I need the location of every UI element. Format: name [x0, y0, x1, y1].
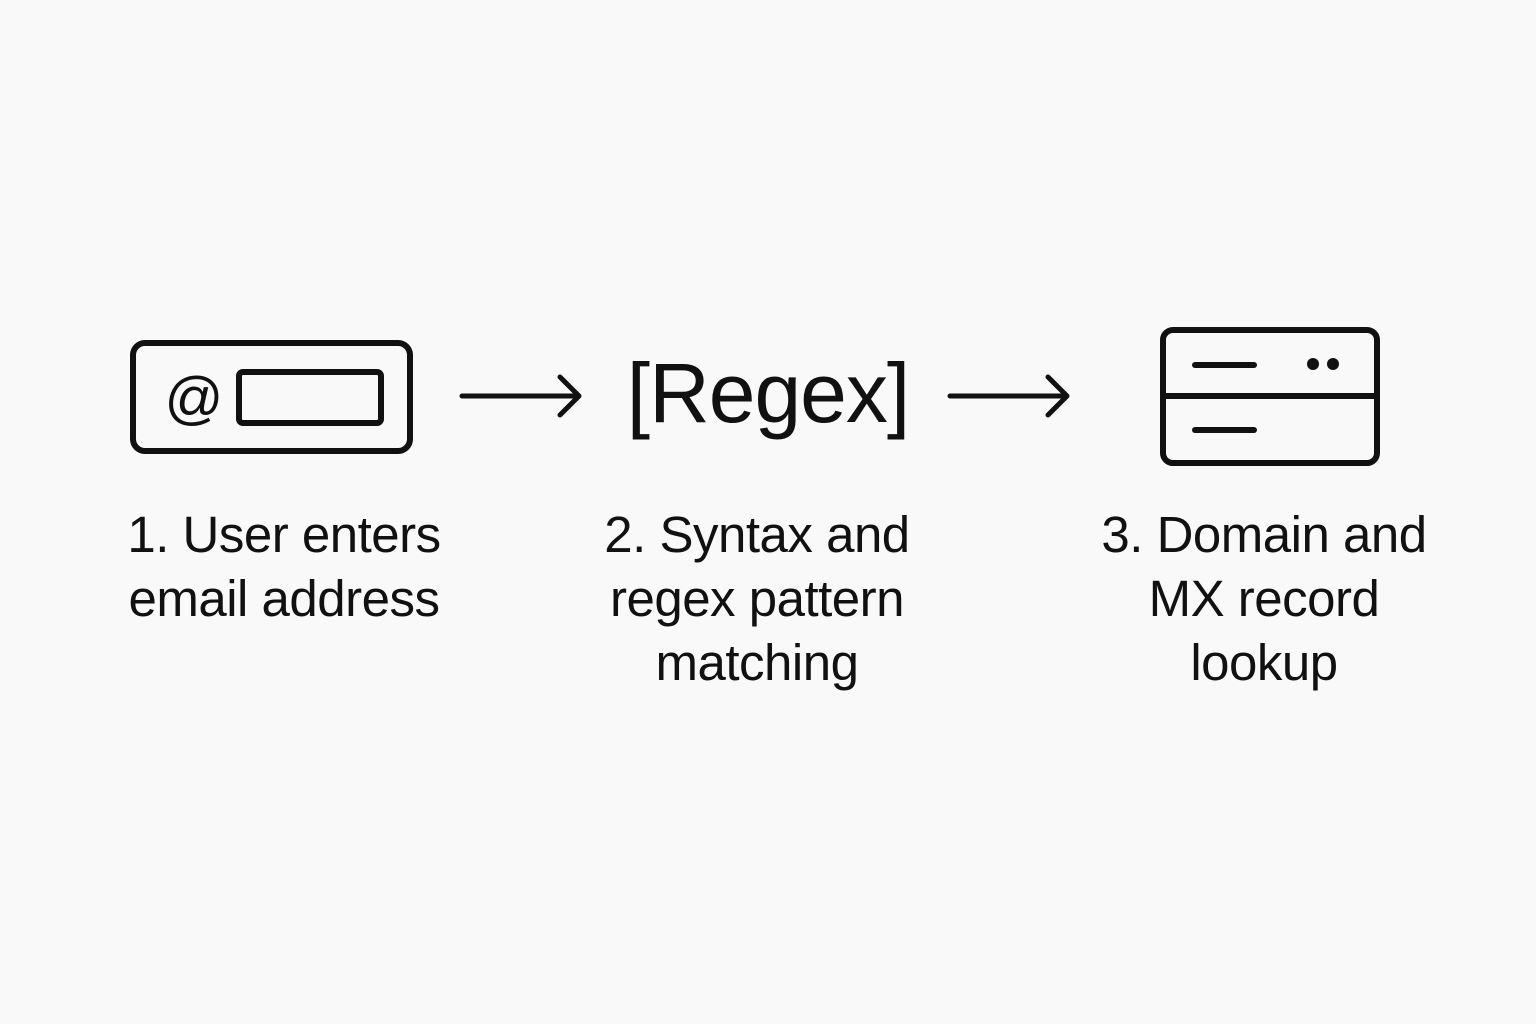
regex-icon: [Regex]: [626, 346, 911, 440]
step-3-label-line: MX record: [1148, 570, 1380, 627]
step-1-label-line: 1. User enters: [127, 506, 441, 563]
email-input-icon: @: [128, 338, 418, 458]
step-3-label-line: 3. Domain and: [1101, 506, 1427, 563]
arrow-right-icon: [458, 372, 588, 427]
step-3-label-line: lookup: [1190, 634, 1338, 691]
step-2-label: 2. Syntax and regex pattern matching: [557, 503, 957, 695]
step-1-label-line: email address: [128, 570, 440, 627]
step-2-label-line: 2. Syntax and: [604, 506, 910, 563]
server-icon: [1158, 325, 1384, 470]
step-2-label-line: regex pattern: [609, 570, 905, 627]
at-sign-glyph: @: [165, 366, 224, 431]
step-2-label-line: matching: [655, 634, 859, 691]
arrow-right-icon: [946, 372, 1076, 427]
step-1-label: 1. User enters email address: [84, 503, 484, 631]
step-3-label: 3. Domain and MX record lookup: [1064, 503, 1464, 695]
